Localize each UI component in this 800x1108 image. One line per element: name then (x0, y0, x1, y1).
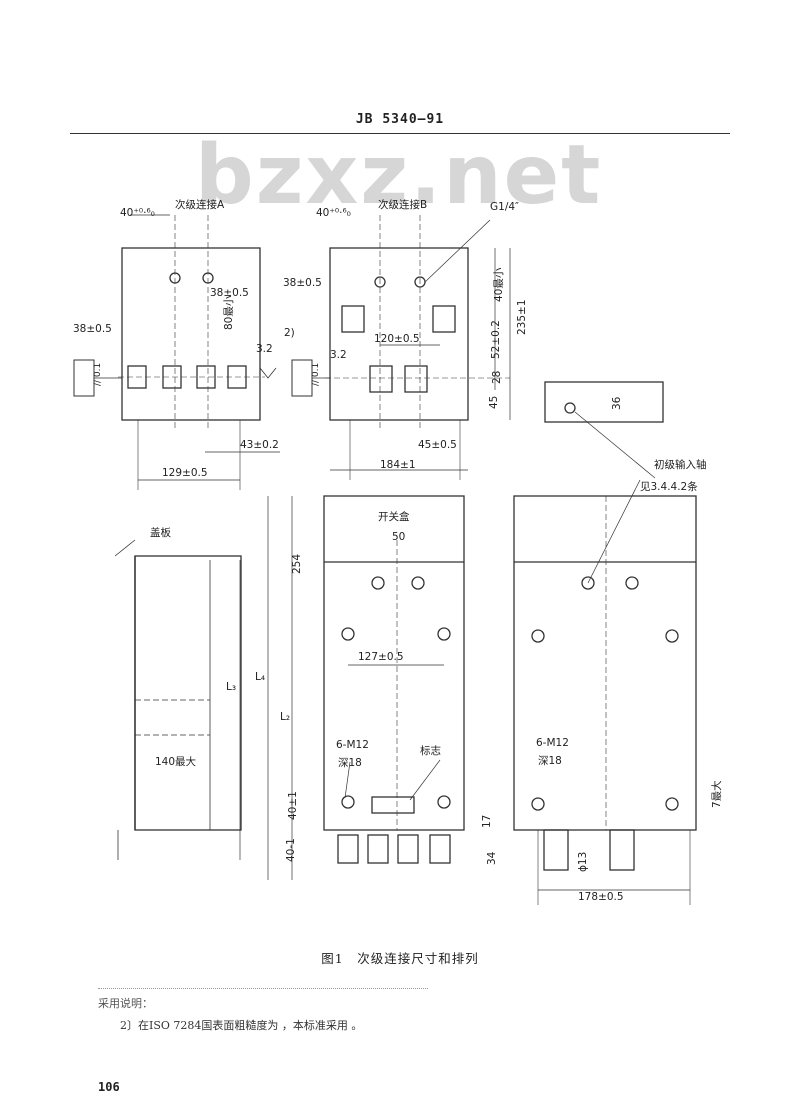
view-a-roughness: 3.2 (256, 343, 273, 355)
rear-dim-7max: 7最大 (710, 780, 723, 808)
watermark: bzxz.net (195, 128, 603, 223)
front-dim-17: 17 (481, 815, 493, 828)
header-standard-number: JB 5340—91 (355, 112, 445, 127)
view-b-dim-7: 45±0.5 (418, 439, 457, 451)
front-nameplate: 标志 (420, 744, 441, 757)
view-b-title: 次级连接B (378, 198, 427, 211)
view-b-dim-0: 38±0.5 (283, 277, 322, 289)
view-a-dim-4: 129±0.5 (162, 467, 208, 479)
view-b-dim-5: 45 (488, 396, 500, 409)
view-a-title: 次级连接A (175, 198, 225, 211)
front-dim-40-1: 40-1 (285, 838, 297, 862)
input-shaft-ref: 见3.4.4.2条 (640, 480, 698, 493)
side-view-outline (134, 555, 242, 831)
view-a-dim-3: 43±0.2 (240, 439, 279, 451)
front-dim-50: 50 (392, 531, 405, 543)
side-cover-label: 盖板 (150, 526, 171, 539)
figure-caption: 图1 次级连接尺寸和排列 (321, 951, 479, 966)
view-a-note-ref: 2) (284, 327, 295, 339)
footnote-title: 采用说明： (98, 997, 153, 1010)
front-dim-depth: 深18 (338, 757, 362, 769)
footnote-text: 2〕在ISO 7284国表面粗糙度为 ，本标准采用 。 (120, 1019, 363, 1032)
view-b-dim-6: 235±1 (516, 299, 528, 335)
view-a-tolerance: 40⁺⁰·⁶₀ (120, 207, 155, 219)
view-b-parallel: // 0.1 (311, 363, 321, 386)
view-b-dim-1: 120±0.5 (374, 333, 420, 345)
view-a-parallel: // 0.1 (93, 363, 103, 386)
rear-dim-m12: 6-M12 (536, 737, 569, 749)
front-dim-m12: 6-M12 (336, 739, 369, 751)
front-dim-40: 40±1 (287, 791, 299, 820)
page-number: 106 (98, 1080, 120, 1094)
front-dim-l2: L₂ (280, 711, 290, 723)
view-a-dim-2: 80最小 (223, 295, 235, 330)
front-dim-254: 254 (291, 554, 303, 574)
input-shaft-label: 初级输入轴 (654, 458, 707, 471)
view-b-dim-8: 184±1 (380, 459, 416, 471)
header-rule (70, 133, 730, 134)
view-b-roughness: 3.2 (330, 349, 347, 361)
view-a-dim-0: 38±0.5 (210, 287, 249, 299)
front-box-label: 开关盒 (378, 510, 410, 523)
front-dim-34: 34 (486, 851, 498, 865)
view-b-dim-4: 28 (491, 371, 503, 384)
rear-dim-178: 178±0.5 (578, 891, 624, 903)
view-a-dim-1: 38±0.5 (73, 323, 112, 335)
input-shaft-dim: 36 (611, 396, 623, 410)
rear-view-outline (513, 495, 697, 831)
rear-dim-phi13: ϕ13 (577, 852, 589, 872)
front-dim-127: 127±0.5 (358, 651, 404, 663)
input-shaft-outline (544, 381, 664, 423)
view-b-dim-3: 52±0.2 (490, 320, 502, 359)
front-dim-l4: L₄ (255, 671, 265, 683)
footnote-rule (98, 988, 428, 989)
view-b-dim-2: 40最小 (493, 267, 505, 302)
rear-dim-depth: 深18 (538, 755, 562, 767)
side-dim-l3: L₃ (226, 681, 236, 693)
view-b-thread: G1/4″ (490, 201, 519, 213)
view-b-outline (329, 247, 469, 421)
view-b-tolerance: 40⁺⁰·⁶₀ (316, 207, 351, 219)
view-a-outline (121, 247, 261, 421)
side-dim-140: 140最大 (155, 755, 197, 768)
front-view-outline (323, 495, 465, 831)
